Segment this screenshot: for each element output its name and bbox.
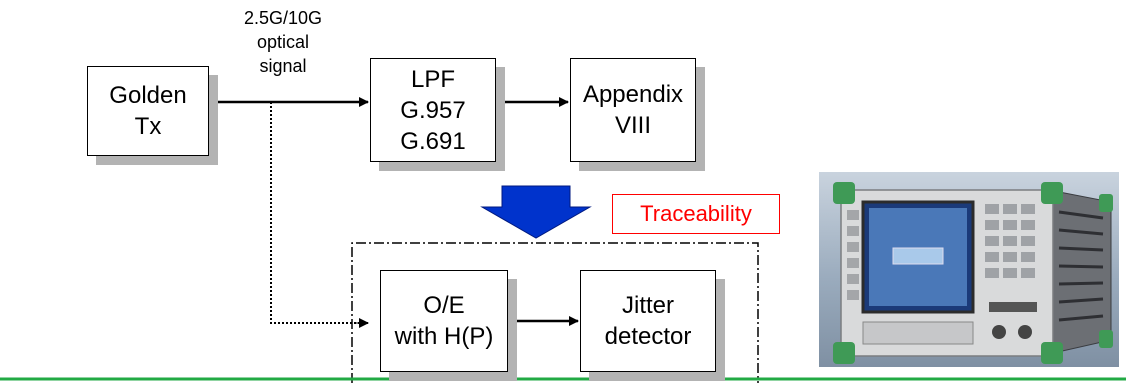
node-lpf-line2: G.957 <box>400 96 466 124</box>
node-oe-line2: with H(P) <box>394 323 494 350</box>
signal-label-line2: optical <box>256 32 310 52</box>
instrument-illustration <box>833 182 1113 364</box>
node-oe-line1: O/E <box>423 292 465 319</box>
signal-label: 2.5G/10G optical signal <box>228 6 338 78</box>
blue-down-arrow-icon <box>480 185 592 239</box>
node-lpf-line3: G.691 <box>400 127 466 155</box>
node-jitter: Jitter detector <box>580 270 716 372</box>
signal-label-line3: signal <box>259 56 307 76</box>
node-jitter-line2: detector <box>604 323 692 350</box>
node-appendix: Appendix VIII <box>570 58 696 162</box>
node-oe: O/E with H(P) <box>380 270 508 372</box>
node-appendix-line2: VIII <box>614 112 651 139</box>
dotted-path-to-oe <box>270 102 368 324</box>
node-golden-tx: Golden Tx <box>87 66 209 156</box>
node-golden-tx-line2: Tx <box>134 113 162 140</box>
node-appendix-line1: Appendix <box>582 81 684 108</box>
node-golden-tx-line1: Golden <box>109 82 187 109</box>
node-lpf: LPF G.957 G.691 <box>370 58 496 162</box>
measurement-instrument-photo <box>819 172 1119 367</box>
signal-label-line1: 2.5G/10G <box>243 8 323 28</box>
node-lpf-line1: LPF <box>410 65 455 93</box>
dashdot-frame <box>351 242 759 383</box>
traceability-label: Traceability <box>612 194 780 234</box>
node-jitter-line1: Jitter <box>621 292 674 319</box>
